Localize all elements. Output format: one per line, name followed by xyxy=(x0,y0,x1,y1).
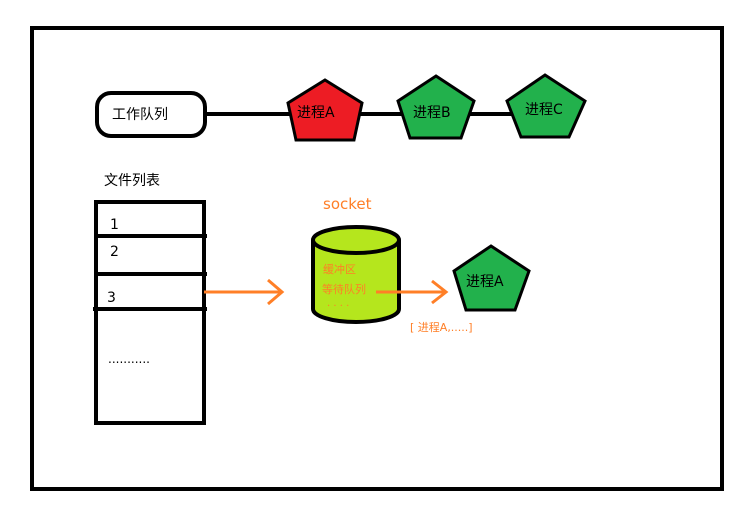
process-c-label: 进程C xyxy=(525,102,563,118)
buffer-label: 缓冲区 xyxy=(323,263,356,276)
socket-cylinder-body xyxy=(311,240,401,324)
socket-cylinder-top xyxy=(311,225,401,255)
process-b-label: 进程B xyxy=(413,105,451,121)
file-list-title: 文件列表 xyxy=(104,173,160,189)
wait-queue-dots: . . . . xyxy=(327,298,350,309)
arrow-head xyxy=(267,278,285,306)
wait-list-text: [ 进程A,.....] xyxy=(410,321,473,334)
wait-queue-label: 等待队列 xyxy=(322,283,366,296)
process-a-pentagon xyxy=(286,78,364,142)
work-queue-box xyxy=(95,91,207,138)
process-c-pentagon xyxy=(505,73,587,139)
waiting-process-label: 进程A xyxy=(466,274,504,290)
arrow-head xyxy=(431,279,449,305)
file-list-row-3: 3 xyxy=(107,290,116,306)
work-queue-label: 工作队列 xyxy=(112,107,168,123)
process-b-pentagon xyxy=(396,74,476,140)
file-list-row-1: 1 xyxy=(110,217,119,233)
file-list-row-2: 2 xyxy=(110,244,119,260)
process-a-label: 进程A xyxy=(297,105,335,121)
file-list-ellipsis: ........... xyxy=(108,352,150,366)
socket-title: socket xyxy=(323,195,372,213)
file-list-table xyxy=(94,200,206,425)
waiting-process-pentagon xyxy=(452,244,531,312)
